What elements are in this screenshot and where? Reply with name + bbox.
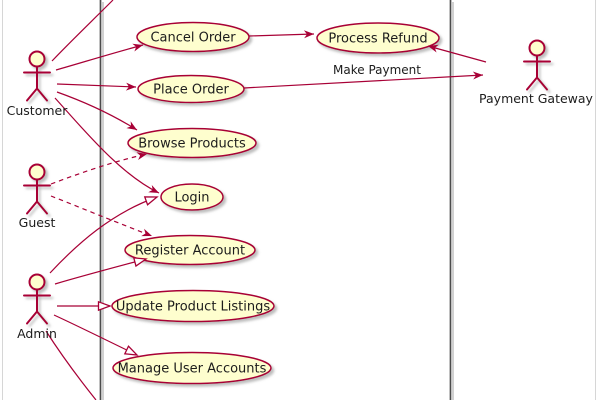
edge-payment-gateway-process-refund — [427, 44, 487, 63]
actor-payment-gateway-figure — [528, 39, 546, 57]
usecase-login-label: Login — [174, 191, 209, 206]
edge-customer-place-order — [56, 82, 137, 91]
edge-label-make-payment: Make Payment — [333, 63, 421, 77]
edge-admin-login — [49, 196, 159, 274]
usecase-cancel-order: Cancel Order — [136, 21, 250, 53]
actor-customer: Customer — [7, 50, 69, 118]
edge-guest-browse-products — [50, 152, 148, 185]
usecase-browse-products: Browse Products — [127, 127, 257, 159]
edge-customer-cancel-order — [55, 43, 144, 71]
actor-customer-label: Customer — [7, 103, 69, 118]
usecase-register-account-label: Register Account — [135, 244, 245, 259]
usecase-place-order-label: Place Order — [153, 83, 229, 98]
actor-guest-figure — [28, 163, 46, 181]
actor-admin-label: Admin — [17, 326, 57, 341]
actor-payment-gateway: Payment Gateway — [479, 39, 594, 106]
usecase-manage-user-accounts: Manage User Accounts — [112, 351, 272, 385]
usecase-process-refund: Process Refund — [316, 22, 440, 54]
actor-payment-gateway-label: Payment Gateway — [479, 91, 594, 106]
usecase-update-product-listings-label: Update Product Listings — [116, 300, 271, 315]
usecase-place-order: Place Order — [137, 74, 245, 104]
actor-guest: Guest — [19, 163, 56, 230]
relations: Make Payment — [45, 0, 487, 400]
usecase-process-refund-label: Process Refund — [328, 32, 427, 47]
actors: Customer Guest Admin Payment Gateway — [7, 39, 594, 341]
actor-guest-label: Guest — [19, 215, 56, 230]
usecase-browse-products-label: Browse Products — [138, 137, 246, 152]
usecase-update-product-listings: Update Product Listings — [111, 289, 275, 323]
actor-admin-figure — [28, 273, 46, 291]
usecase-manage-user-accounts-label: Manage User Accounts — [118, 362, 267, 377]
edge-admin-manage-user-accounts — [53, 314, 139, 356]
edge-customer-offscreen-top — [51, 0, 114, 62]
edge-admin-offscreen-bottom — [45, 330, 97, 400]
edge-place-order-payment-gateway — [243, 71, 484, 89]
actor-customer-figure — [28, 50, 46, 68]
edge-admin-register-account — [54, 257, 148, 285]
edge-cancel-order-process-refund — [248, 30, 315, 39]
system-boundary — [99, 0, 454, 400]
actor-admin: Admin — [17, 273, 57, 341]
edge-customer-login — [54, 97, 160, 194]
usecases: Cancel Order Process Refund Place Order … — [111, 21, 440, 385]
edge-guest-register-account — [50, 195, 153, 237]
edge-customer-browse-products — [56, 91, 138, 131]
usecase-cancel-order-label: Cancel Order — [150, 31, 236, 46]
usecase-login: Login — [160, 183, 224, 211]
usecase-register-account: Register Account — [124, 234, 256, 266]
